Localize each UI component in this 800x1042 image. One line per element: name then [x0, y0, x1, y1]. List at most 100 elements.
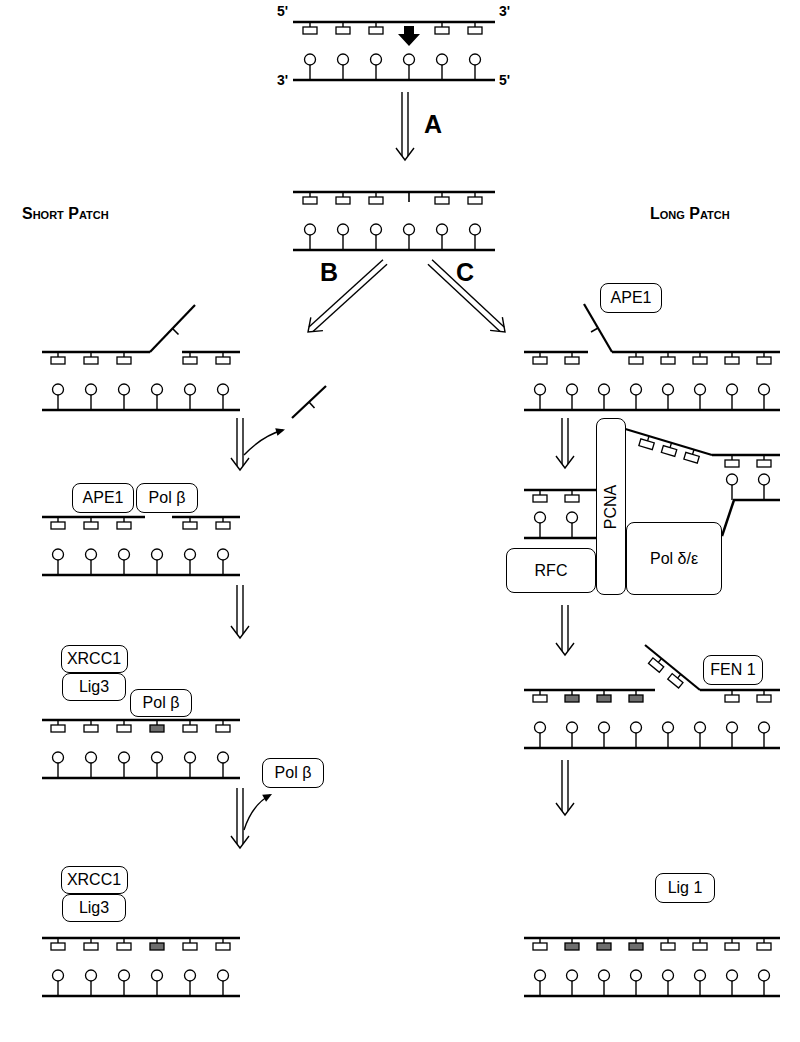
base-stem: [342, 65, 343, 80]
step-arrow: [242, 585, 243, 634]
dna-strand: [293, 79, 495, 82]
new-base: [629, 943, 643, 950]
pathway-title: Short Patch: [22, 205, 109, 223]
base-stem: [156, 763, 157, 778]
new-base: [565, 943, 579, 950]
enzyme-box: Pol β: [262, 758, 324, 788]
base: [216, 522, 230, 529]
step-letter: C: [456, 258, 474, 287]
base-stem: [57, 517, 58, 522]
template-base: [218, 549, 229, 560]
base-stem: [474, 22, 475, 27]
base-stem: [667, 395, 668, 410]
base: [435, 27, 449, 34]
base-stem: [635, 352, 636, 357]
base-stem: [635, 733, 636, 748]
template-base: [535, 970, 546, 981]
template-base: [567, 384, 578, 395]
base-stem: [635, 690, 636, 695]
dna-strand: [42, 995, 240, 998]
dna-strand: [722, 500, 780, 536]
template-base: [218, 752, 229, 763]
template-base: [53, 549, 64, 560]
base: [51, 522, 65, 529]
displaced-base: [684, 448, 701, 464]
polymerase-box: Pol δ/ε: [626, 522, 722, 595]
base-stem: [123, 938, 124, 943]
step-arrow: [401, 92, 402, 156]
enzyme-box: Lig3: [62, 673, 126, 701]
base-stem: [309, 65, 310, 80]
enzyme-box: FEN 1: [703, 655, 763, 685]
enzyme-name: PCNA: [602, 484, 620, 528]
base: [468, 27, 482, 34]
base: [684, 452, 699, 463]
base: [757, 943, 771, 950]
base-stem: [342, 22, 343, 27]
template-base: [305, 224, 316, 235]
base-stem: [731, 938, 732, 943]
base-stem: [57, 560, 58, 575]
base-stem: [763, 485, 764, 500]
base-stem: [571, 395, 572, 410]
base-stem: [90, 763, 91, 778]
step-letter: B: [320, 258, 338, 287]
base: [336, 197, 350, 204]
base-stem: [189, 517, 190, 522]
base-stem: [189, 560, 190, 575]
displaced-base: [668, 670, 686, 688]
base: [303, 27, 317, 34]
base-stem: [123, 560, 124, 575]
base-stem: [474, 235, 475, 250]
template-base: [535, 512, 546, 523]
enzyme-box: RFC: [506, 548, 596, 593]
dna-strand: [524, 409, 780, 412]
strand-end: 5': [277, 3, 288, 19]
step-arrow: [231, 626, 249, 638]
template-base: [185, 970, 196, 981]
base-stem: [763, 395, 764, 410]
base-stem: [635, 395, 636, 410]
released-flap: [292, 386, 326, 418]
step-arrow: [556, 456, 574, 468]
base-stem: [90, 720, 91, 725]
base-stem: [189, 938, 190, 943]
base-stem: [375, 235, 376, 250]
enzyme-name: XRCC1: [67, 650, 121, 668]
arrow-head: [275, 428, 285, 436]
base-stem: [123, 981, 124, 996]
step-arrow: [308, 317, 323, 332]
base-stem: [539, 395, 540, 410]
base-stem: [123, 763, 124, 778]
base-stem: [667, 352, 668, 357]
dna-strand: [524, 351, 588, 354]
new-base: [629, 695, 643, 702]
base-stem: [539, 352, 540, 357]
base-stem: [731, 485, 732, 500]
base: [183, 725, 197, 732]
template-base: [759, 384, 770, 395]
template-base: [535, 722, 546, 733]
template-base: [663, 970, 674, 981]
base-stem: [603, 938, 604, 943]
base: [668, 674, 683, 688]
drp-flap: [591, 328, 598, 332]
base-stem: [123, 395, 124, 410]
base-stem: [342, 235, 343, 250]
step-arrow: [407, 92, 408, 156]
base-stem: [667, 733, 668, 748]
base-stem: [763, 938, 764, 943]
base-stem: [90, 517, 91, 522]
base: [725, 357, 739, 364]
dna-strand: [42, 777, 240, 780]
base-stem: [441, 192, 442, 197]
step-arrow: [396, 148, 414, 160]
base-stem: [222, 763, 223, 778]
template-base: [218, 970, 229, 981]
step-arrow: [556, 643, 574, 655]
base-stem: [57, 981, 58, 996]
base: [533, 695, 547, 702]
base: [648, 658, 663, 672]
base: [117, 725, 131, 732]
